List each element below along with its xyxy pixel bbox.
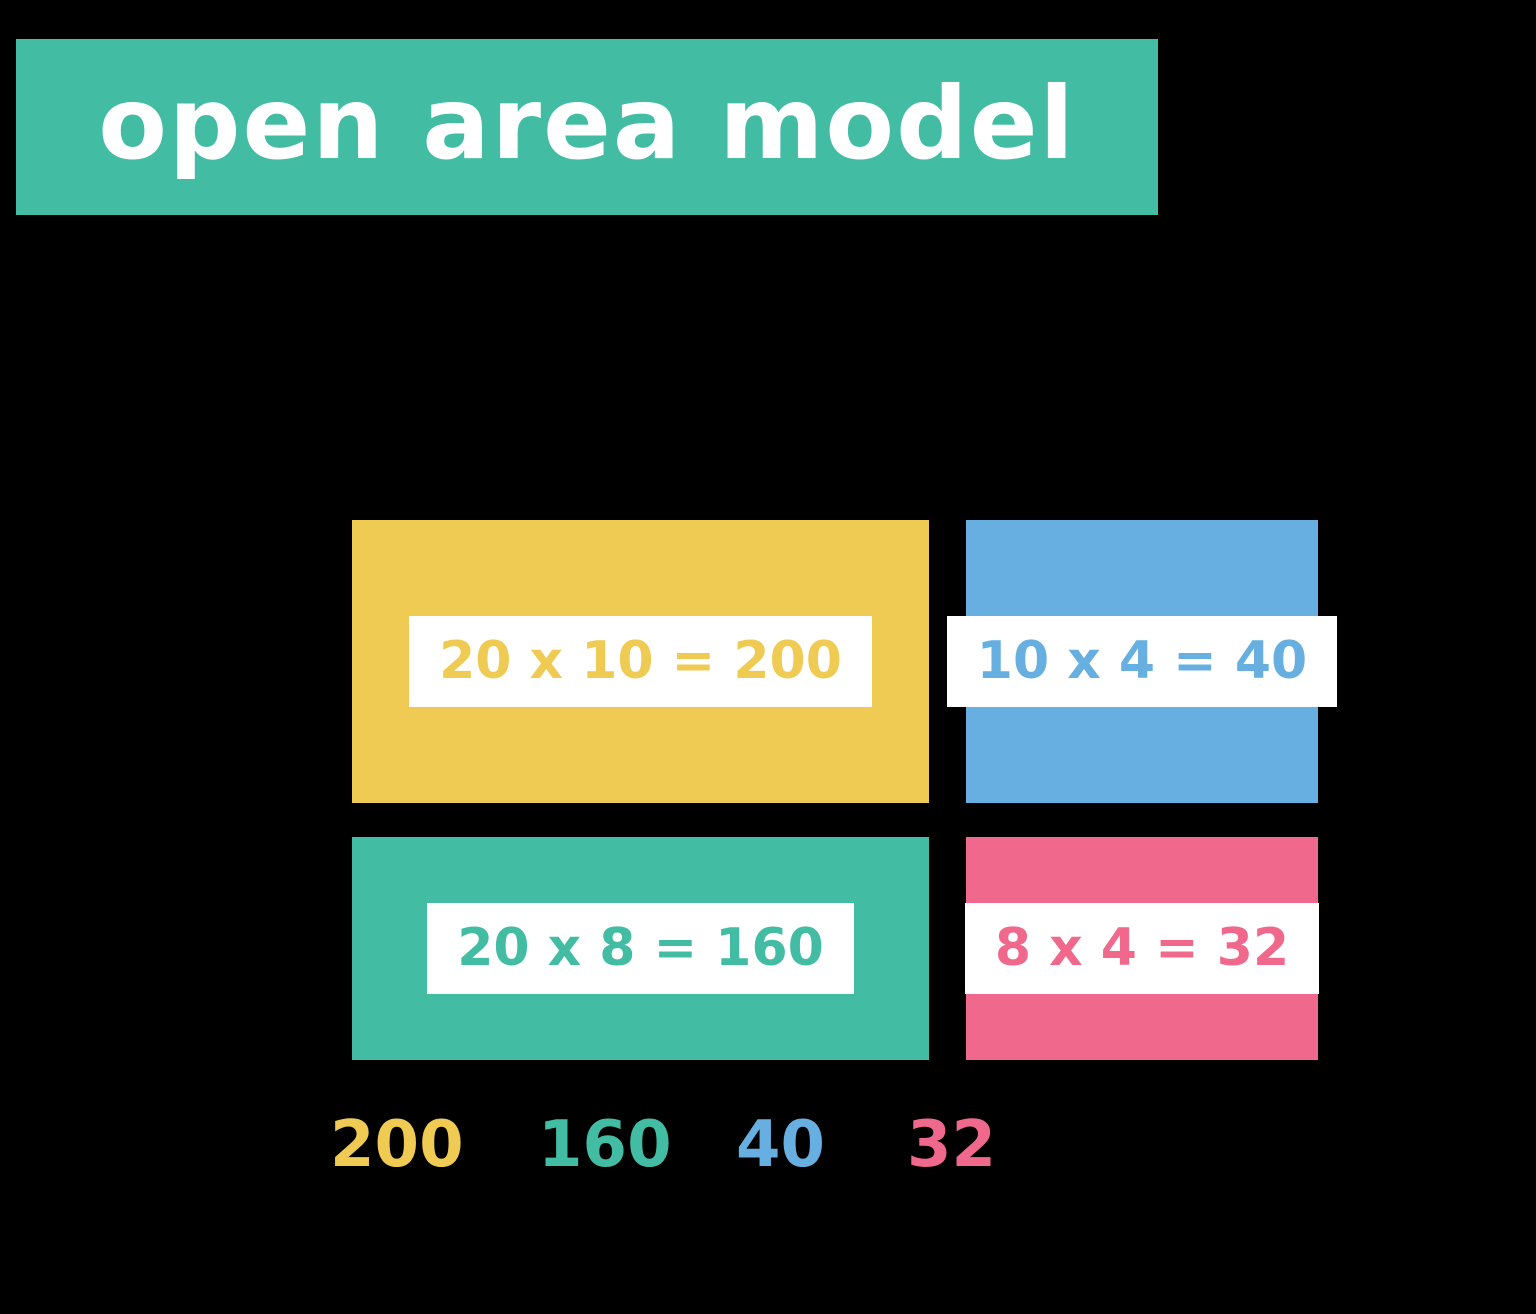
equation-label-20x10: 20 x 10 = 200 bbox=[409, 615, 872, 708]
partial-sum-32: 32 bbox=[907, 1108, 997, 1182]
partial-sum-200: 200 bbox=[330, 1108, 464, 1182]
partial-sum-160: 160 bbox=[538, 1108, 672, 1182]
partial-product-box-8x4: 8 x 4 = 32 bbox=[964, 837, 1320, 1060]
page-title: open area model bbox=[98, 64, 1076, 182]
partial-product-box-20x8: 20 x 8 = 160 bbox=[352, 837, 929, 1060]
partial-product-box-10x4: 10 x 4 = 40 bbox=[946, 520, 1338, 803]
equation-label-20x8: 20 x 8 = 160 bbox=[427, 902, 854, 995]
equation-label-10x4: 10 x 4 = 40 bbox=[946, 615, 1338, 708]
partial-sum-40: 40 bbox=[736, 1108, 826, 1182]
equation-label-8x4: 8 x 4 = 32 bbox=[964, 902, 1320, 995]
title-banner: open area model bbox=[16, 39, 1158, 215]
partial-product-box-20x10: 20 x 10 = 200 bbox=[352, 520, 929, 803]
